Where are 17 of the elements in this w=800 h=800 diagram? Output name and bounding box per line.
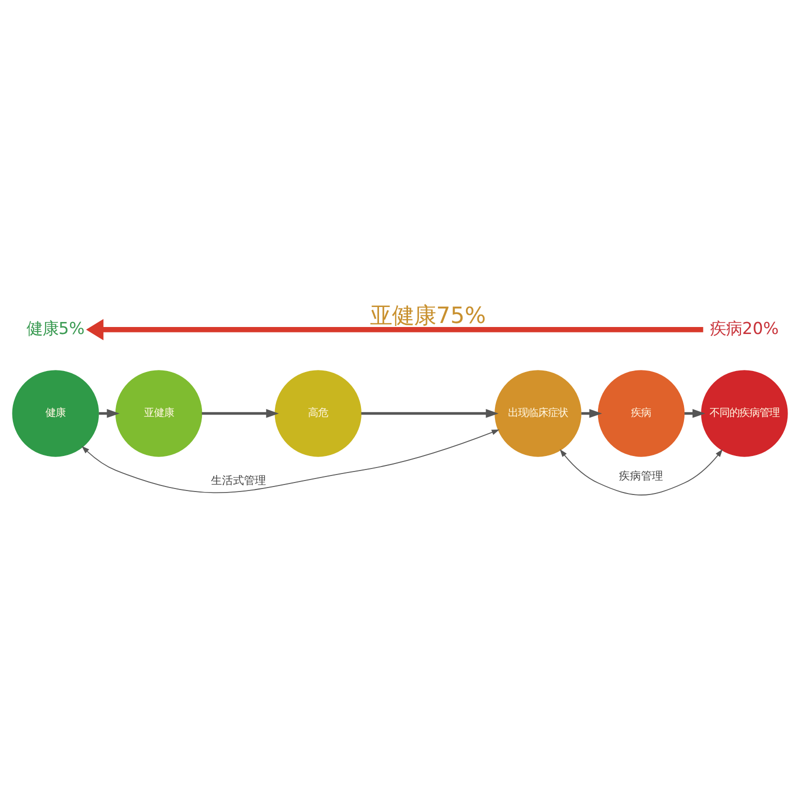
edge-label: 亚健康75% [370,302,486,329]
node-text: 疾病20% [710,318,779,338]
node-circle: 高危 [274,370,362,457]
arrow [202,408,279,418]
arrow [581,408,602,418]
arrow [86,319,704,340]
edge-label: 疾病管理 [619,469,664,482]
arrow [560,449,723,496]
node-circle: 健康 [12,370,99,457]
arrow [82,429,500,494]
node-text: 健康5% [26,318,85,338]
arrow [361,408,499,418]
node-circle: 疾病 [598,370,685,457]
arrow [98,408,120,418]
node-circle: 亚健康 [115,370,202,457]
edge-label: 生活式管理 [210,474,266,487]
arrow [684,408,706,418]
